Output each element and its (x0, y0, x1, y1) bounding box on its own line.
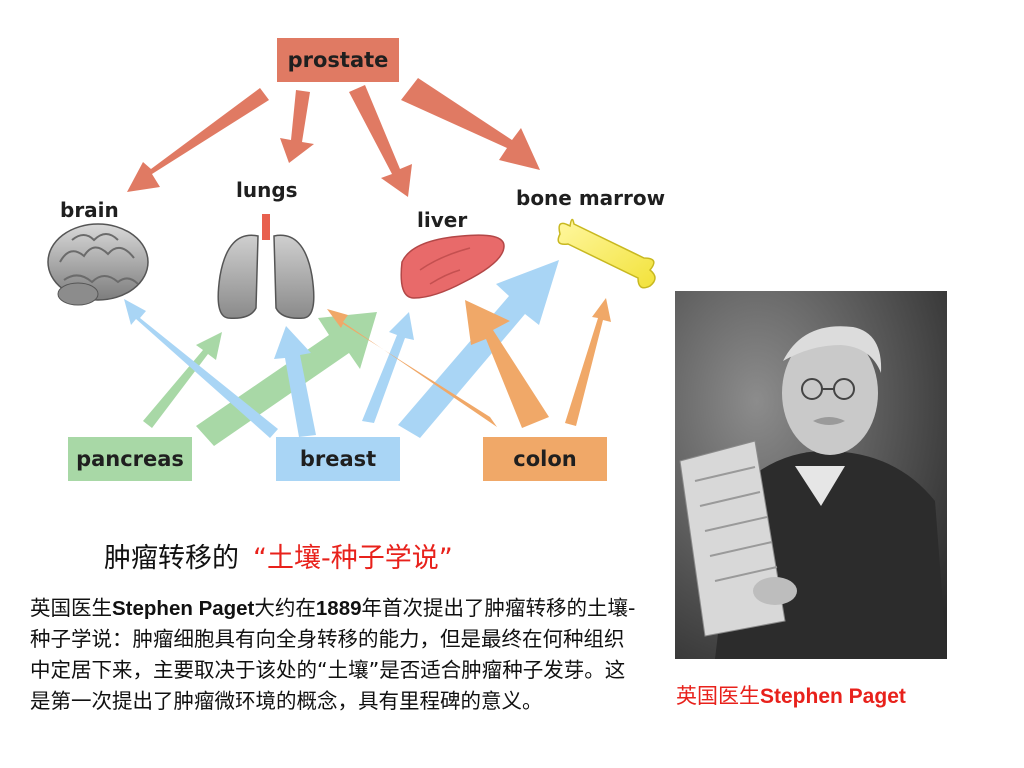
arrow-breast-to-brain (124, 299, 278, 438)
slide-title: 肿瘤转移的 “土壤-种子学说” (104, 536, 453, 575)
pancreas-box: pancreas (68, 437, 192, 481)
colon-arrows (327, 298, 611, 428)
arrow-pancreas-to-liver (196, 312, 377, 446)
description-paragraph: 英国医生Stephen Paget大约在1889年首次提出了肿瘤转移的土壤-种子… (30, 593, 638, 717)
desc-part2: 大约在 (254, 596, 316, 620)
colon-box: colon (483, 437, 607, 481)
bone-marrow-label: bone marrow (516, 186, 666, 210)
desc-part3: 年首次提出了肿瘤转移的土壤-种子学说：肿瘤细胞具有向全身转移的能力，但是最终在何… (30, 596, 636, 713)
arrow-breast-to-bone (398, 260, 559, 438)
arrow-prostate-to-brain (127, 88, 269, 192)
prostate-arrows (127, 78, 540, 197)
lungs-label: lungs (236, 178, 298, 202)
arrow-prostate-to-bone (401, 78, 540, 170)
arrow-prostate-to-lungs (280, 90, 314, 163)
arrow-colon-to-liver (465, 300, 549, 428)
arrow-breast-to-lungs (274, 326, 316, 437)
caption-prefix: 英国医生 (676, 684, 760, 708)
desc-part1: 英国医生 (30, 596, 112, 620)
brain-illustration (47, 223, 149, 306)
arrow-colon-to-lungs-cross (327, 309, 497, 427)
arrow-colon-to-bone (565, 298, 611, 426)
caption-name: Stephen Paget (760, 685, 906, 708)
portrait-caption: 英国医生Stephen Paget (676, 680, 906, 710)
pancreas-arrows (143, 312, 377, 446)
title-highlight: “土壤-种子学说” (253, 543, 453, 574)
portrait-photo (675, 291, 947, 659)
title-prefix: 肿瘤转移的 (104, 543, 239, 574)
desc-year: 1889 (315, 597, 362, 620)
arrow-breast-to-liver (362, 312, 414, 423)
bone-illustration (557, 218, 656, 289)
arrow-pancreas-to-lungs (143, 332, 222, 428)
liver-illustration (400, 234, 505, 299)
liver-label: liver (417, 208, 468, 232)
arrow-prostate-to-liver (349, 85, 412, 197)
desc-name: Stephen Paget (112, 597, 255, 620)
lungs-illustration (217, 214, 315, 320)
brain-label: brain (60, 198, 119, 222)
prostate-box: prostate (277, 38, 399, 82)
breast-arrows (124, 260, 559, 438)
breast-box: breast (276, 437, 400, 481)
